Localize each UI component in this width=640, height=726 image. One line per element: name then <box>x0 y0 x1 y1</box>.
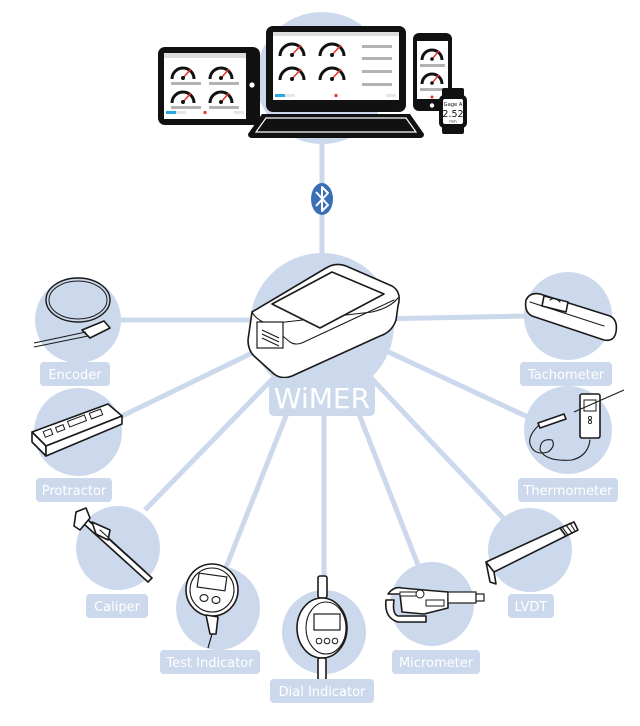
watch-unit: mm <box>449 119 457 124</box>
wimer-device-icon <box>247 263 400 379</box>
bluetooth-icon <box>311 183 333 215</box>
instrument-label: Dial Indicator <box>279 685 366 700</box>
instrument-label: Protractor <box>42 484 107 499</box>
instrument-micrometer[interactable]: Micrometer <box>384 562 485 674</box>
tablet-device <box>158 47 260 125</box>
instrument-caliper[interactable]: Caliper <box>73 506 160 618</box>
instrument-label: LVDT <box>515 600 548 615</box>
instrument-label: Test Indicator <box>165 656 254 671</box>
caliper-icon <box>73 507 153 583</box>
instrument-encoder[interactable]: Encoder <box>33 277 121 386</box>
encoder-icon <box>33 277 111 348</box>
instrument-label: Caliper <box>94 600 141 615</box>
client-devices: Gage A 2.52 mm <box>158 12 467 144</box>
instrument-label: Thermometer <box>522 484 613 499</box>
tachometer-icon <box>524 292 618 342</box>
test-indicator-icon <box>185 563 239 649</box>
hub-label-box <box>269 378 375 416</box>
instrument-protractor[interactable]: Protractor <box>31 388 123 502</box>
laptop-gauges <box>278 42 392 86</box>
instrument-lvdt[interactable]: LVDT <box>485 508 579 618</box>
tablet-gauges <box>170 66 239 109</box>
wimer-hub: WiMER <box>247 253 400 416</box>
instrument-thermometer[interactable]: Thermometer <box>518 386 625 502</box>
hub-label: WiMER <box>274 382 370 415</box>
instrument-tachometer[interactable]: Tachometer <box>520 272 618 386</box>
instrument-label: Micrometer <box>399 656 474 671</box>
instrument-label: Tachometer <box>527 368 605 383</box>
lvdt-icon <box>485 521 579 585</box>
dial-indicator-icon <box>296 575 348 681</box>
smartwatch-device: Gage A 2.52 mm <box>439 88 467 134</box>
protractor-icon <box>31 403 123 457</box>
watch-gage-name: Gage A <box>444 102 463 108</box>
laptop-device <box>248 26 424 138</box>
instrument-label: Encoder <box>48 368 102 383</box>
watch-reading: 2.52 <box>442 109 463 120</box>
thermometer-icon <box>529 389 625 461</box>
instrument-test-indicator[interactable]: Test Indicator <box>160 563 260 674</box>
instrument-dial-indicator[interactable]: Dial Indicator <box>270 575 374 703</box>
micrometer-icon <box>384 586 485 623</box>
